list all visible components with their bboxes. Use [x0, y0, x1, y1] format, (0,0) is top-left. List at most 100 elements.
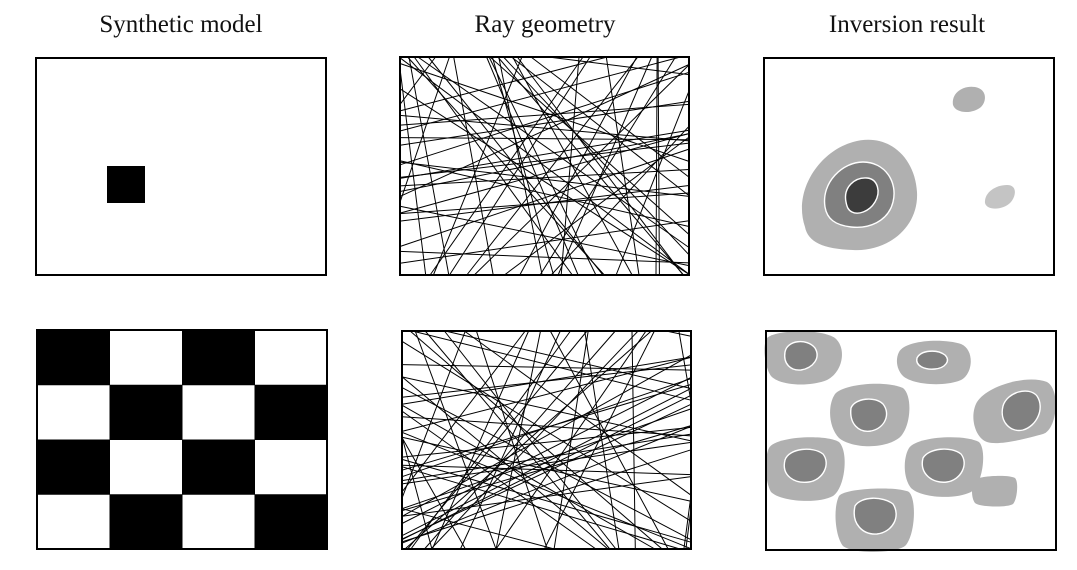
ray-path: [615, 90, 690, 276]
ray-path: [464, 330, 692, 496]
panel-frame: [35, 57, 327, 276]
ray-path: [399, 63, 690, 162]
panel-frame: [763, 57, 1055, 276]
ray-path: [399, 56, 608, 112]
ray-path: [431, 330, 530, 550]
ray-path: [495, 330, 647, 550]
ray-path: [401, 508, 555, 550]
ray-path: [498, 56, 543, 276]
ray-path: [657, 56, 660, 276]
ray-path: [401, 387, 692, 537]
checker-cell: [254, 384, 328, 440]
ray-path: [401, 441, 692, 485]
ray-path: [399, 64, 690, 197]
panel-frame: [765, 330, 1057, 551]
anomaly-small-right: [984, 185, 1015, 209]
panel-frame: [399, 56, 690, 276]
ray-path: [399, 250, 690, 264]
anomaly-1: [764, 331, 842, 385]
ray-path: [491, 56, 554, 276]
ray-path: [475, 330, 548, 550]
ray-path: [401, 354, 692, 517]
ray-path: [466, 56, 639, 276]
ray-path: [401, 376, 692, 442]
ray-path: [401, 340, 692, 522]
anomaly-6: [904, 437, 984, 497]
checker-cell: [182, 439, 255, 495]
ray-path: [605, 56, 640, 276]
ray-path: [548, 56, 690, 76]
checker-cell: [37, 439, 110, 495]
ray-path: [401, 356, 692, 432]
ray-path: [516, 56, 684, 276]
ray-path: [519, 56, 638, 276]
checker-cell: [109, 384, 183, 440]
ray-path: [401, 436, 433, 550]
ray-path: [449, 56, 591, 276]
ray-path: [401, 433, 692, 482]
ray-path: [401, 466, 681, 550]
ray-path: [424, 330, 611, 550]
ray-path: [414, 330, 497, 550]
ray-path: [399, 56, 450, 203]
ray-path: [407, 56, 605, 276]
ray-path: [401, 403, 692, 540]
ray-path: [399, 220, 690, 264]
anomaly-2: [896, 340, 971, 385]
synthetic-model-checkerboard-panel: [36, 329, 328, 550]
ray-path: [399, 185, 690, 222]
anomaly-main: [801, 139, 918, 251]
panel-frame: [401, 330, 692, 550]
ray-path: [401, 431, 692, 550]
ray-path: [401, 425, 692, 512]
title-inversion-result: Inversion result: [828, 11, 986, 38]
ray-path: [401, 378, 692, 478]
ray-path: [504, 136, 690, 276]
anomaly-small-upper: [952, 86, 985, 113]
ray-path: [511, 56, 690, 196]
ray-path: [399, 142, 690, 178]
anomaly-8: [835, 488, 914, 552]
ray-path: [404, 330, 652, 550]
ray-path: [543, 330, 655, 550]
ray-path: [683, 495, 692, 550]
ray-path: [497, 56, 684, 276]
ray-path: [409, 330, 663, 550]
ray-path: [401, 408, 692, 510]
ray-path: [399, 169, 690, 187]
ray-path: [631, 330, 636, 550]
checker-cell: [37, 330, 110, 386]
ray-path: [530, 56, 690, 178]
ray-path: [399, 68, 427, 276]
synthetic-model-single-block-panel: [35, 57, 327, 276]
ray-path: [444, 330, 617, 550]
ray-path: [399, 71, 690, 166]
ray-path: [401, 330, 526, 493]
inversion-result-top-panel: [763, 57, 1055, 276]
ray-path: [412, 330, 692, 401]
ray-path: [401, 394, 692, 541]
ray-path: [417, 56, 690, 248]
ray-path: [408, 56, 450, 276]
ray-path: [399, 56, 681, 132]
checker-cell: [109, 494, 183, 550]
ray-path: [399, 161, 690, 197]
ray-path: [401, 437, 466, 550]
ray-path: [401, 449, 692, 543]
ray-path: [401, 364, 692, 371]
title-ray-geometry: Ray geometry: [474, 11, 616, 38]
anomaly-4: [973, 379, 1056, 444]
block-anomaly: [107, 166, 145, 203]
panel-frame: [36, 329, 328, 550]
ray-path: [445, 330, 692, 389]
ray-path: [399, 205, 690, 267]
checker-cell: [254, 494, 328, 550]
ray-path: [399, 148, 690, 247]
ray-path: [399, 57, 690, 275]
anomaly-5: [765, 437, 845, 501]
ray-geometry-top-panel: [399, 56, 690, 276]
ray-path: [399, 133, 690, 192]
ray-path: [430, 330, 639, 550]
ray-path: [473, 64, 690, 276]
ray-path: [401, 410, 597, 550]
